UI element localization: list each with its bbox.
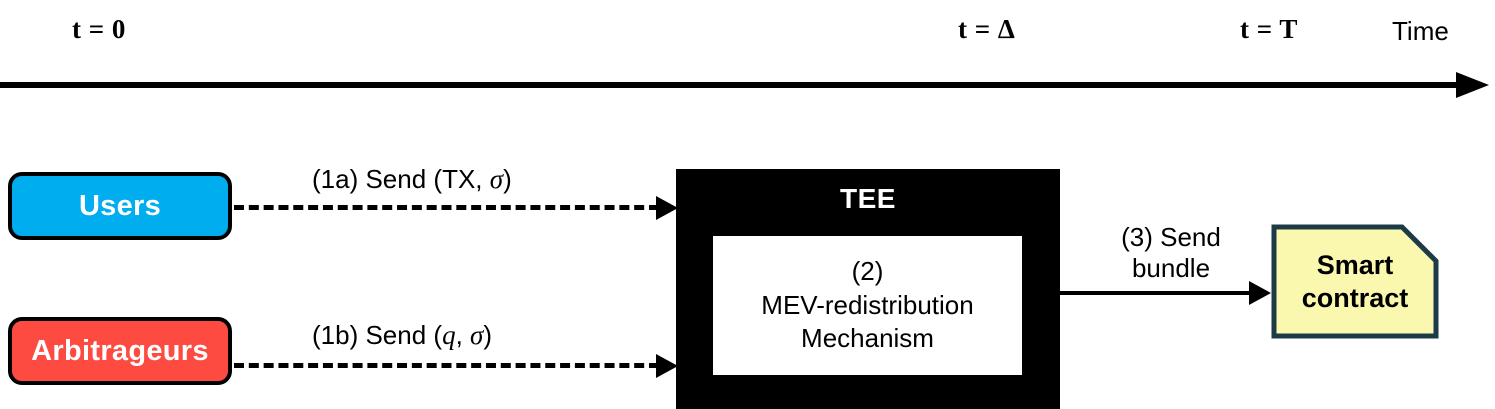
flow-1a-line xyxy=(234,205,659,210)
flow-1b-label: (1b) Send (q, σ) xyxy=(312,320,492,351)
flow-1a-label: (1a) Send (TX, σ) xyxy=(312,164,512,195)
tee-inner-line-3: Mechanism xyxy=(801,323,934,354)
flow-1a-variable-sigma: σ xyxy=(489,164,504,194)
tee-inner-line-2: MEV-redistribution xyxy=(761,289,974,320)
smart-contract-line-2: contract xyxy=(1301,282,1409,313)
tee-inner-step-number: (2) xyxy=(851,255,884,286)
flow-3-arrowhead-right-icon xyxy=(1249,281,1271,305)
flow-1b-prefix: (1b) Send ( xyxy=(312,320,443,350)
actor-users[interactable]: Users xyxy=(8,172,232,240)
timeline-label-t0: t = 0 xyxy=(72,14,126,44)
timeline-right-arrow-icon xyxy=(1456,72,1489,98)
flow-1a-prefix: (1a) Send (TX, xyxy=(312,164,490,194)
smart-contract-node[interactable]: Smart contract xyxy=(1271,224,1439,339)
flow-1b-separator: , xyxy=(455,320,471,350)
flow-3-label: (3) Send bundle xyxy=(1096,222,1246,284)
tee-box[interactable]: TEE (2) MEV-redistribution Mechanism xyxy=(676,169,1060,409)
flow-3-label-line-2: bundle xyxy=(1131,253,1211,284)
actor-users-label: Users xyxy=(78,189,162,222)
actor-arbitrageurs[interactable]: Arbitrageurs xyxy=(8,317,232,385)
flow-1a-arrowhead-right-icon xyxy=(656,196,678,220)
flow-1b-variable-q: q xyxy=(442,320,456,350)
flow-3-line xyxy=(1060,291,1252,295)
flow-1b-arrowhead-right-icon xyxy=(656,354,678,378)
flow-3-label-line-1: (3) Send xyxy=(1121,222,1221,252)
flow-1b-line xyxy=(234,363,659,368)
tee-inner-mechanism-box[interactable]: (2) MEV-redistribution Mechanism xyxy=(713,236,1022,375)
smart-contract-line-1: Smart xyxy=(1316,249,1394,280)
timeline-label-t-delta: t = Δ xyxy=(958,14,1016,44)
actor-arbitrageurs-label: Arbitrageurs xyxy=(31,334,209,367)
flow-1a-suffix: ) xyxy=(503,164,512,194)
timeline-label-time: Time xyxy=(1392,16,1449,46)
smart-contract-label: Smart contract xyxy=(1271,224,1439,339)
document-folded-corner-icon xyxy=(1271,224,1439,339)
timeline-axis xyxy=(0,82,1462,88)
tee-title: TEE xyxy=(840,183,896,214)
flow-1b-suffix: ) xyxy=(483,320,493,350)
flow-1b-variable-sigma: σ xyxy=(470,320,484,350)
timeline-label-t-T: t = T xyxy=(1240,14,1298,44)
